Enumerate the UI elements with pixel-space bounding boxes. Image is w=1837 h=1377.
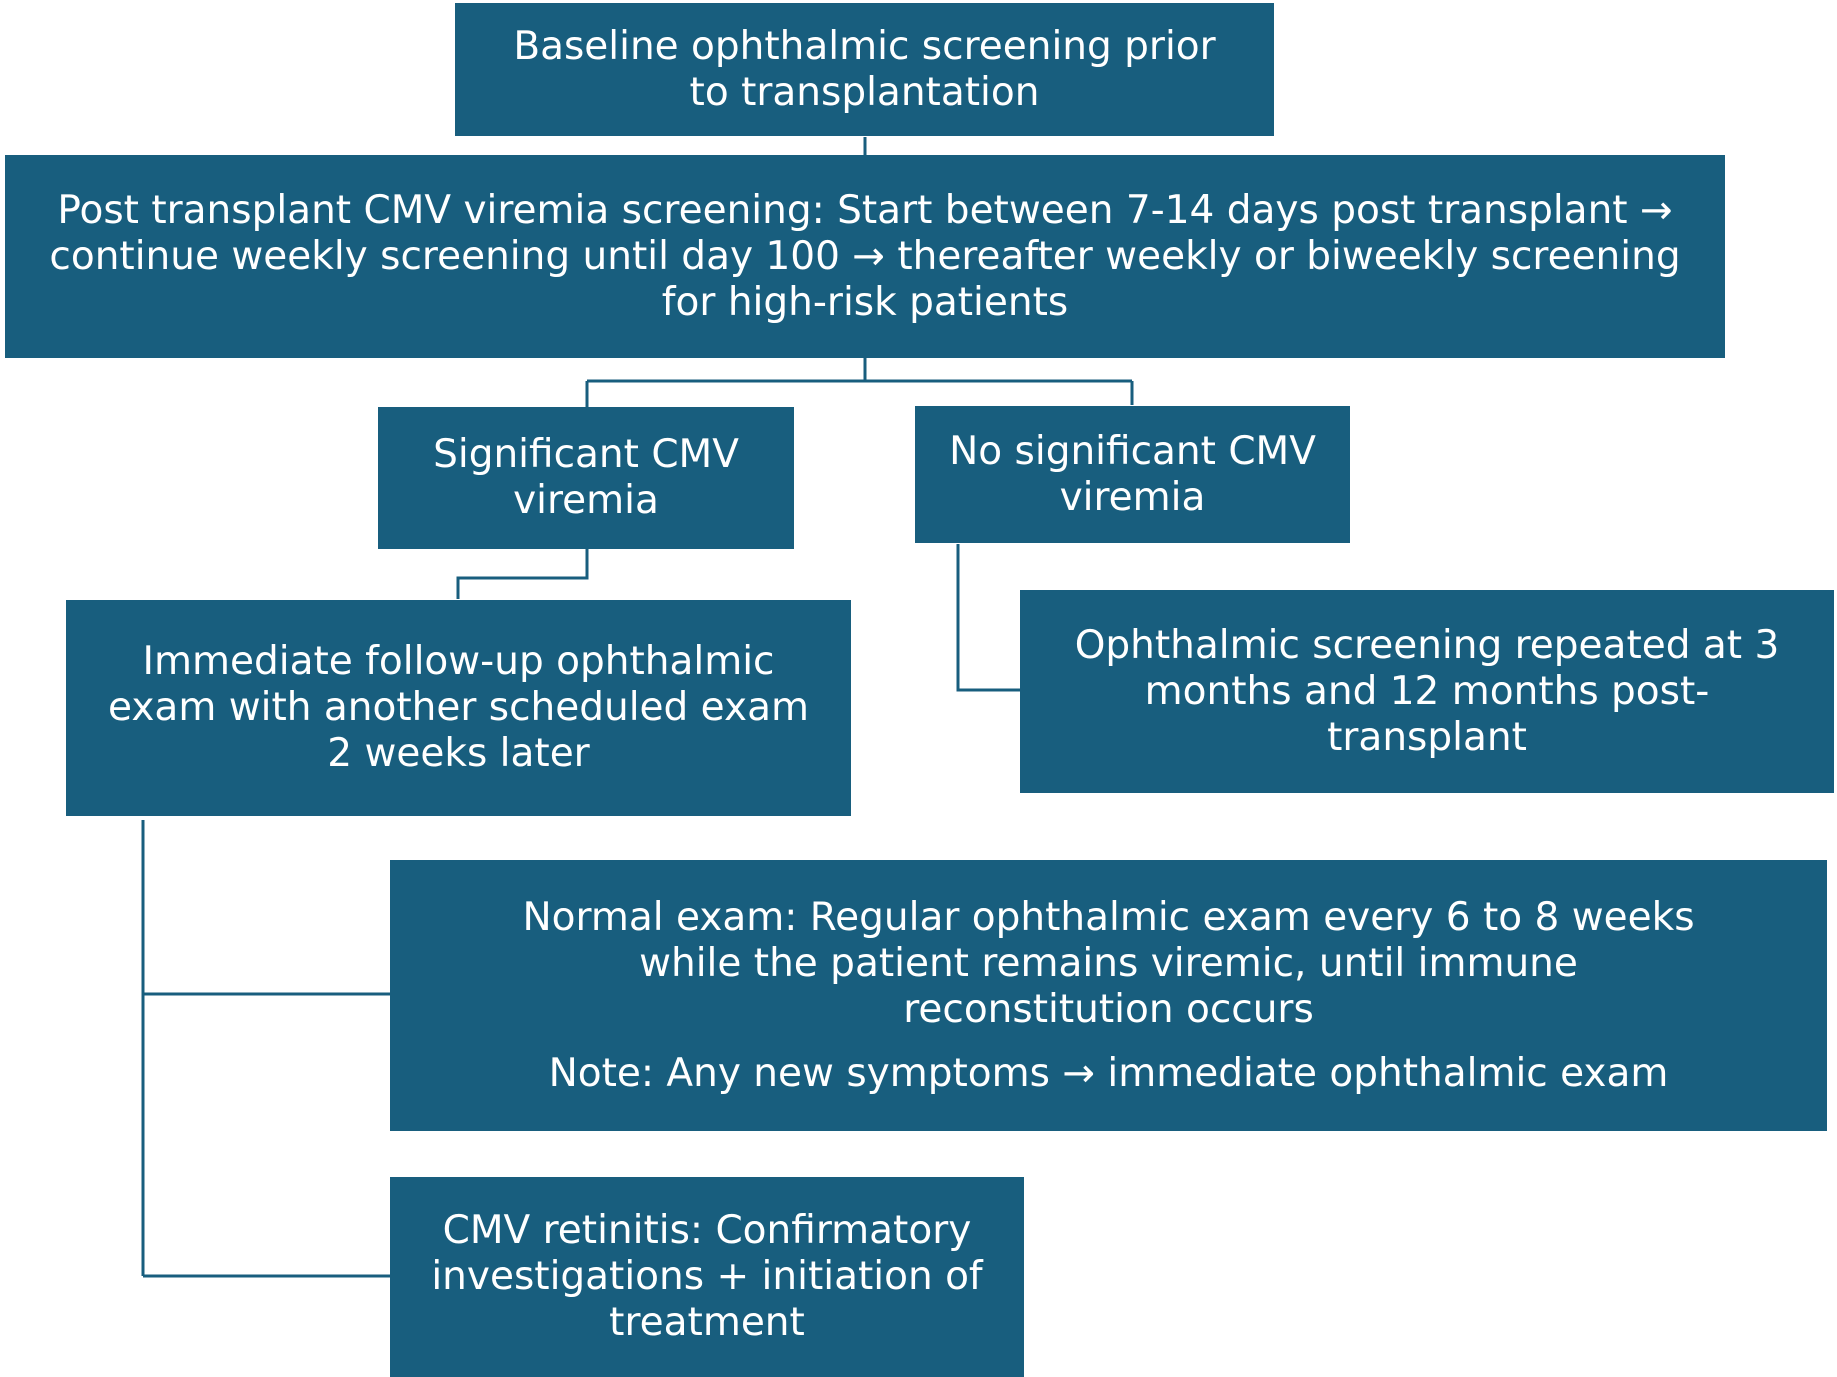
immediate-followup-text: Immediate follow-up ophthalmic exam with… bbox=[108, 639, 809, 776]
normal-exam-note: Note: Any new symptoms → immediate ophth… bbox=[548, 1050, 1669, 1096]
connector-followup-to-outcomes bbox=[141, 820, 390, 1278]
cmv-retinitis-text: CMV retinitis: Confirmatory investigatio… bbox=[431, 1208, 983, 1345]
repeat-screening-box: Ophthalmic screening repeated at 3 month… bbox=[1020, 590, 1834, 793]
connector-screening-to-branches bbox=[585, 357, 1134, 407]
baseline-screening-box: Baseline ophthalmic screening prior to t… bbox=[455, 3, 1274, 136]
significant-viremia-text: Significant CMV viremia bbox=[433, 432, 739, 523]
normal-exam-text: Normal exam: Regular ophthalmic exam eve… bbox=[522, 894, 1695, 1032]
no-significant-viremia-text: No significant CMV viremia bbox=[949, 428, 1316, 520]
repeat-screening-text: Ophthalmic screening repeated at 3 month… bbox=[1074, 622, 1780, 760]
immediate-followup-box: Immediate follow-up ophthalmic exam with… bbox=[66, 600, 851, 816]
significant-viremia-box: Significant CMV viremia bbox=[378, 407, 794, 549]
post-transplant-screening-text: Post transplant CMV viremia screening: S… bbox=[49, 187, 1681, 325]
no-significant-viremia-box: No significant CMV viremia bbox=[915, 406, 1350, 543]
connector-significant-to-followup bbox=[456, 549, 589, 599]
cmv-retinitis-box: CMV retinitis: Confirmatory investigatio… bbox=[390, 1177, 1024, 1377]
post-transplant-screening-box: Post transplant CMV viremia screening: S… bbox=[5, 155, 1725, 358]
baseline-screening-text: Baseline ophthalmic screening prior to t… bbox=[513, 23, 1216, 115]
connector-no-significant-to-repeat bbox=[956, 544, 1020, 692]
normal-exam-box: Normal exam: Regular ophthalmic exam eve… bbox=[390, 860, 1827, 1131]
